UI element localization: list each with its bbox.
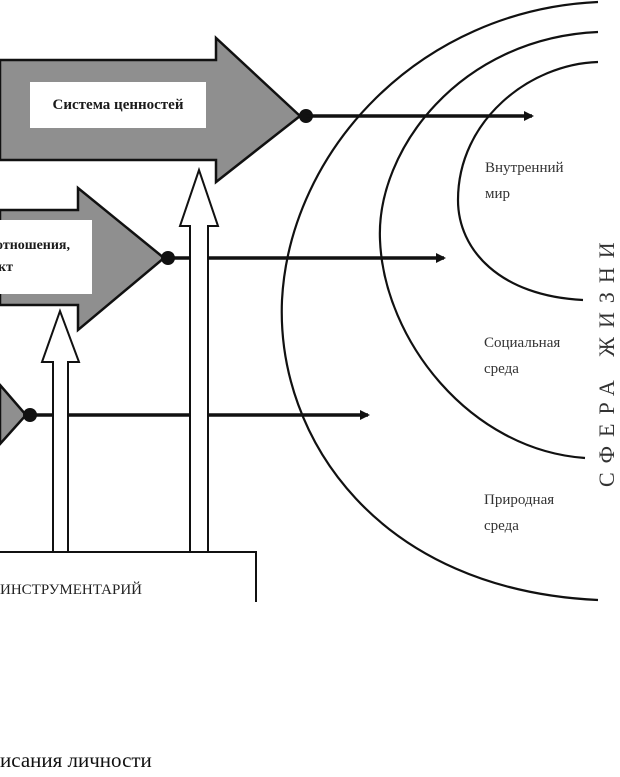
- values-label: Система ценностей: [30, 82, 206, 128]
- zone-natural-line2: среда: [484, 518, 519, 534]
- values-label-text: Система ценностей: [52, 96, 184, 113]
- middle-arc-social-boundary: [378, 30, 599, 460]
- zone-inner-world-line1: Внутренний: [485, 160, 564, 176]
- sphere-of-life-label: СФЕРА ЖИЗНИ: [590, 130, 620, 500]
- figure-caption: исания личности: [0, 748, 152, 772]
- zone-natural: Природная среда: [484, 487, 554, 539]
- inner-arc-inner-world-boundary: [456, 60, 599, 302]
- zone-social: Социальная среда: [484, 330, 560, 382]
- sphere-of-life-text: СФЕРА ЖИЗНИ: [594, 233, 619, 487]
- lower-big-arrow-tip: [0, 383, 28, 446]
- relations-label-line2: кт: [0, 260, 13, 275]
- zone-social-line2: среда: [484, 361, 519, 377]
- toolkit-label: ИНСТРУМЕНТАРИЙ: [0, 582, 143, 598]
- zone-social-line1: Социальная: [484, 335, 561, 351]
- zone-inner-world: Внутренний мир: [485, 155, 564, 207]
- relations-label-line1: отношения,: [0, 238, 70, 253]
- zone-inner-world-line2: мир: [485, 186, 511, 202]
- toolkit-up-arrow-right: [178, 166, 220, 553]
- outer-arc-natural-boundary: [280, 0, 599, 602]
- toolkit-box: [0, 551, 257, 602]
- toolkit-up-arrow-left: [40, 308, 81, 553]
- relations-label: отношения, кт: [0, 226, 92, 288]
- zone-natural-line1: Природная: [484, 492, 555, 508]
